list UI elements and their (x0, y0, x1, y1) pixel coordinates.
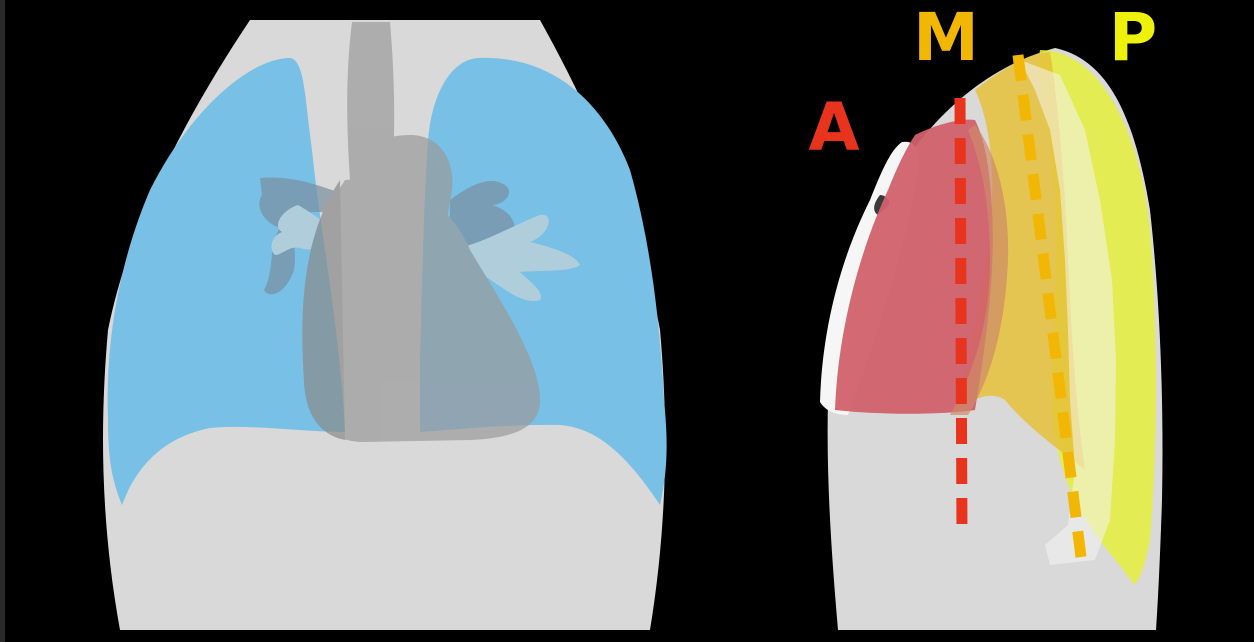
label-posterior: P (1109, 0, 1157, 76)
posterior-boundary-line (1012, 54, 1088, 566)
left-hilar-vessels (450, 180, 515, 246)
heart (303, 179, 540, 442)
anterior-boundary-line (954, 97, 968, 536)
label-middle: M (913, 0, 979, 76)
right-heart-border (302, 180, 345, 440)
heart-lateral (950, 125, 1009, 415)
left-hilar-light-vessels (459, 214, 580, 301)
lateral-chest-view: A M P (808, 0, 1163, 630)
right-hilar-vessels (259, 177, 345, 295)
right-lung (107, 58, 345, 505)
label-anterior: A (808, 89, 859, 166)
frontal-chest-view (103, 20, 667, 630)
trachea-and-vessels (259, 22, 580, 442)
left-edge-bar (0, 0, 5, 642)
spine-bones (1020, 60, 1116, 565)
anterior-mediastinum-region (835, 119, 993, 414)
